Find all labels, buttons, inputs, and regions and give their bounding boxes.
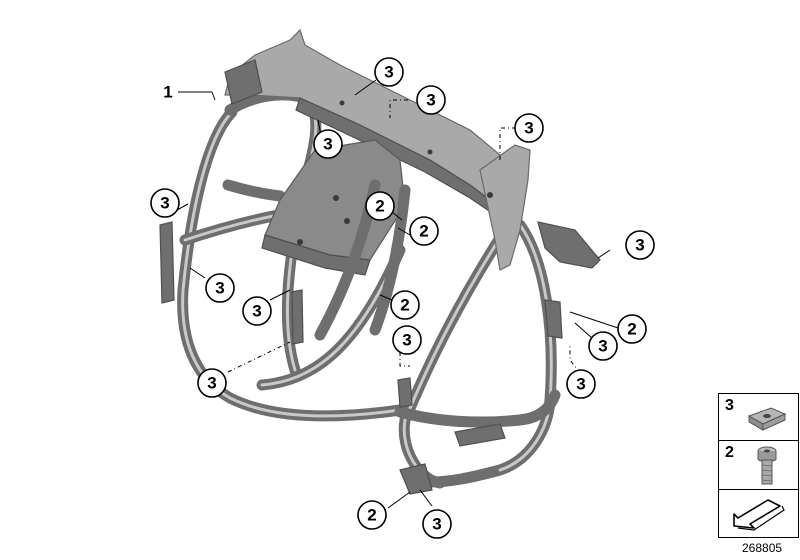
- legend-item-number: 3: [725, 397, 734, 414]
- callout-3-top: 3: [374, 57, 404, 87]
- callout-3-right-lower: 3: [588, 331, 618, 361]
- svg-text:3: 3: [576, 375, 585, 394]
- svg-text:3: 3: [402, 331, 411, 350]
- svg-text:3: 3: [252, 302, 261, 321]
- svg-text:3: 3: [215, 279, 224, 298]
- svg-text:3: 3: [207, 374, 216, 393]
- svg-text:2: 2: [400, 296, 409, 315]
- callout-3-center-left: 3: [242, 296, 272, 326]
- callout-2-right: 2: [617, 314, 647, 344]
- callout-2-upper-center: 2: [365, 191, 395, 221]
- legend-item-number: 2: [725, 444, 734, 461]
- clip-nut-icon: [747, 407, 787, 431]
- arrow-symbol-icon: [733, 499, 785, 531]
- callout-3-left-mid: 3: [205, 273, 235, 303]
- hex-bolt-icon: [757, 446, 777, 485]
- callout-3-right-upper: 3: [514, 113, 544, 143]
- legend-item-clip-nut: 3: [719, 394, 798, 441]
- svg-text:2: 2: [367, 506, 376, 525]
- svg-text:3: 3: [323, 135, 332, 154]
- document-number: 268805: [742, 541, 783, 555]
- parts-legend: 3 2: [718, 393, 799, 538]
- svg-text:3: 3: [426, 91, 435, 110]
- callout-1: 1: [163, 83, 172, 102]
- callout-2-bottom: 2: [357, 500, 387, 530]
- svg-text:2: 2: [627, 320, 636, 339]
- callout-3-lower-left: 3: [197, 368, 227, 398]
- svg-text:3: 3: [432, 515, 441, 534]
- callout-3-right: 3: [625, 230, 655, 260]
- callout-2-center-right: 2: [409, 216, 439, 246]
- svg-text:2: 2: [419, 222, 428, 241]
- svg-text:3: 3: [524, 119, 533, 138]
- svg-text:3: 3: [598, 337, 607, 356]
- frame-carrier-illustration: [159, 28, 601, 495]
- callout-3-left: 3: [150, 188, 180, 218]
- svg-text:3: 3: [635, 236, 644, 255]
- callout-3-right-bottom: 3: [566, 369, 596, 399]
- legend-item-arrow-symbol: [719, 490, 798, 537]
- svg-text:3: 3: [160, 194, 169, 213]
- svg-text:2: 2: [375, 197, 384, 216]
- svg-text:3: 3: [384, 63, 393, 82]
- svg-text:1: 1: [163, 83, 172, 102]
- legend-item-hex-bolt: 2: [719, 441, 798, 490]
- callout-3-top-right: 3: [416, 85, 446, 115]
- callout-2-center: 2: [390, 290, 420, 320]
- callout-3-bottom: 3: [422, 509, 452, 539]
- callout-3-upper-left: 3: [313, 129, 343, 159]
- callout-3-center: 3: [392, 325, 422, 355]
